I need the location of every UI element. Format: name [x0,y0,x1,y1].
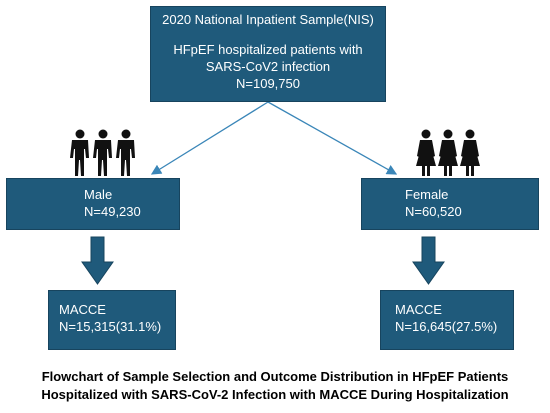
male-outcome-box: MACCE N=15,315(31.1%) [48,290,176,350]
root-count: N=109,750 [236,76,300,91]
connector-to-male [150,101,269,175]
root-cohort-label: HFpEF hospitalized patients with [173,42,363,57]
female-outcome-count: N=16,645(27.5%) [395,319,498,334]
male-figures-icon [70,129,135,176]
male-outcome-count: N=15,315(31.1%) [59,319,162,334]
female-count: N=60,520 [405,204,462,219]
male-down-arrow [81,236,114,285]
male-label: Male [84,187,113,202]
male-count: N=49,230 [84,204,141,219]
caption-line-2: Hospitalized with SARS-CoV-2 Infection w… [41,387,509,402]
root-infection-label: SARS-CoV2 infection [205,59,331,74]
female-down-arrow [412,236,445,285]
female-outcome-label: MACCE [395,302,442,317]
female-outcome-box: MACCE N=16,645(27.5%) [380,290,514,350]
caption-line-1: Flowchart of Sample Selection and Outcom… [41,369,509,384]
female-label: Female [405,187,449,202]
male-group-box: Male N=49,230 [6,178,180,230]
female-group-box: Female N=60,520 [361,178,539,230]
connector-to-female [267,101,398,175]
figure-caption: Flowchart of Sample Selection and Outcom… [0,368,550,404]
female-figures-icon [416,129,480,176]
male-outcome-label: MACCE [59,302,106,317]
root-source-label: 2020 National Inpatient Sample(NIS) [162,12,374,27]
root-population-box: 2020 National Inpatient Sample(NIS) HFpE… [150,6,386,102]
